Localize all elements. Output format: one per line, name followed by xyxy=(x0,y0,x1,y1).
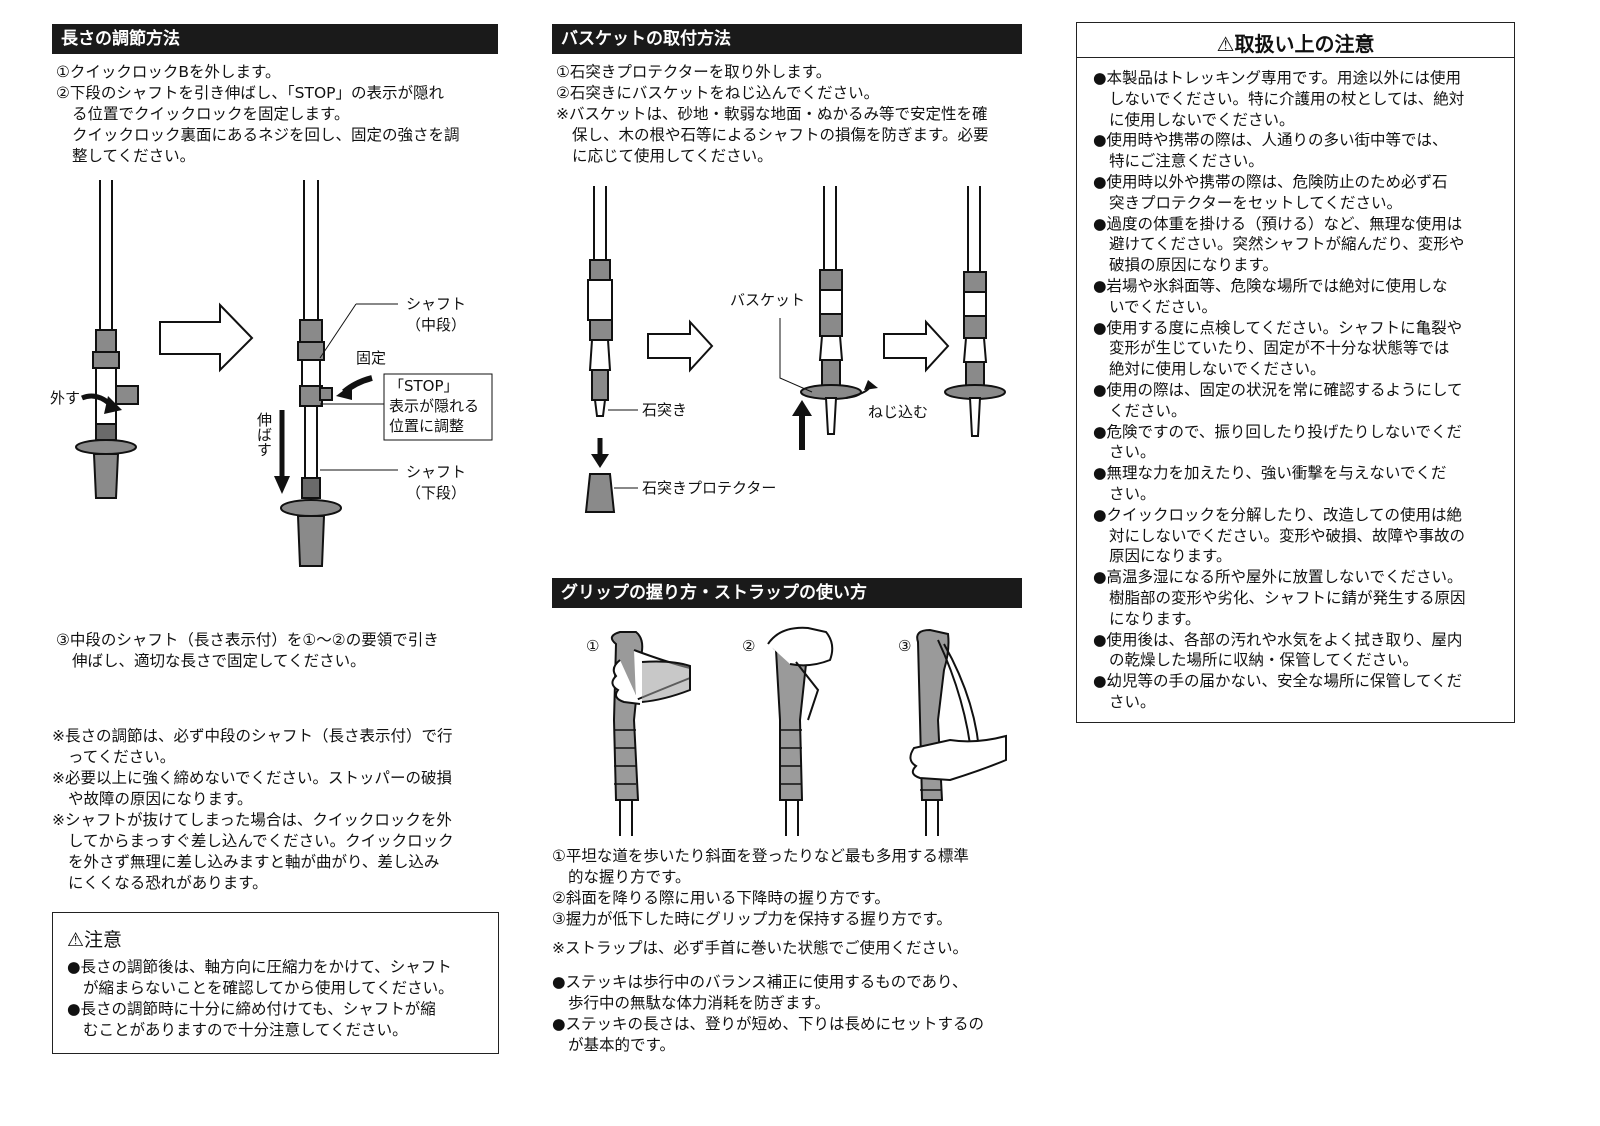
length-notes: ※長さの調節は、必ず中段のシャフト（長さ表示付）で行 ってください。 ※必要以上… xyxy=(52,727,454,892)
step-line: 整してください。 xyxy=(72,147,196,165)
handling-text: ●本製品はトレッキング専用です。用途以外には使用 しないでください。特に介護用の… xyxy=(1093,69,1466,711)
label-extend: 伸ばす xyxy=(255,412,273,457)
step-line: クイックロック裏面にあるネジを回し、固定の強さを調 xyxy=(72,126,460,144)
label-basket: バスケット xyxy=(730,291,806,309)
label-tip: 石突き xyxy=(642,401,688,419)
label-shaft-mid: シャフト （中段） xyxy=(406,295,467,334)
basket-text: ①石突きプロテクターを取り外します。 ②石突きにバスケットをねじ込んでください。… xyxy=(556,63,989,165)
length-steps: ①クイックロックBを外します。 ②下段のシャフトを引き伸ばし、「STOP」の表示… xyxy=(56,62,501,167)
label-tip-protector: 石突きプロテクター xyxy=(642,479,777,497)
handling-box: ⚠取扱い上の注意 ●本製品はトレッキング専用です。用途以外には使用 しないでくだ… xyxy=(1076,22,1515,723)
label-stop: 「STOP」 表示が隠れる 位置に調整 xyxy=(389,377,480,435)
caution-box: ⚠注意 ●長さの調節後は、軸方向に圧縮力をかけて、シャフト が縮まらないことを確… xyxy=(52,912,499,1054)
caution-title: ⚠注意 xyxy=(67,929,123,951)
caution-text: ●長さの調節後は、軸方向に圧縮力をかけて、シャフト が縮まらないことを確認してか… xyxy=(67,958,454,1039)
grip-fig-num-3: ③ xyxy=(898,637,912,655)
warning-icon: ⚠ xyxy=(1216,32,1235,56)
section-header-grip: グリップの握り方・ストラップの使い方 xyxy=(552,578,1022,608)
label-screw-in: ねじ込む xyxy=(868,403,929,421)
grip-figure xyxy=(610,626,1007,836)
basket-figure xyxy=(584,186,1006,513)
warning-icon: ⚠ xyxy=(67,929,85,951)
grip-fig-num-1: ① xyxy=(586,637,600,655)
grip-fig-num-2: ② xyxy=(742,637,756,655)
handling-title: ⚠取扱い上の注意 xyxy=(1216,32,1375,56)
handling-divider xyxy=(1077,57,1514,58)
section-header-length: 長さの調節方法 xyxy=(52,24,498,54)
step-line: る位置でクイックロックを固定します。 xyxy=(72,105,350,123)
step-line: ②下段のシャフトを引き伸ばし、「STOP」の表示が隠れ xyxy=(56,84,445,102)
grip-text: ①平坦な道を歩いたり斜面を登ったりなど最も多用する標準 的な握り方です。 ②斜面… xyxy=(552,847,969,928)
section-header-basket: バスケットの取付方法 xyxy=(552,24,1022,54)
transition-arrow xyxy=(159,302,254,373)
label-fix: 固定 xyxy=(356,349,387,367)
length-adjust-figure xyxy=(75,180,493,567)
step-line: ①クイックロックBを外します。 xyxy=(56,63,281,81)
label-shaft-low: シャフト （下段） xyxy=(406,463,467,502)
strap-note: ※ストラップは、必ず手首に巻いた状態でご使用ください。 xyxy=(552,939,968,957)
length-step3: ③中段のシャフト（長さ表示付）を①〜②の要領で引き 伸ばし、適切な長さで固定して… xyxy=(56,631,439,670)
pole-right xyxy=(280,180,342,567)
grip-bullets: ●ステッキは歩行中のバランス補正に使用するものであり、 歩行中の無駄な体力消耗を… xyxy=(552,973,985,1054)
label-remove: 外す xyxy=(50,389,81,407)
stop-box xyxy=(383,373,493,441)
